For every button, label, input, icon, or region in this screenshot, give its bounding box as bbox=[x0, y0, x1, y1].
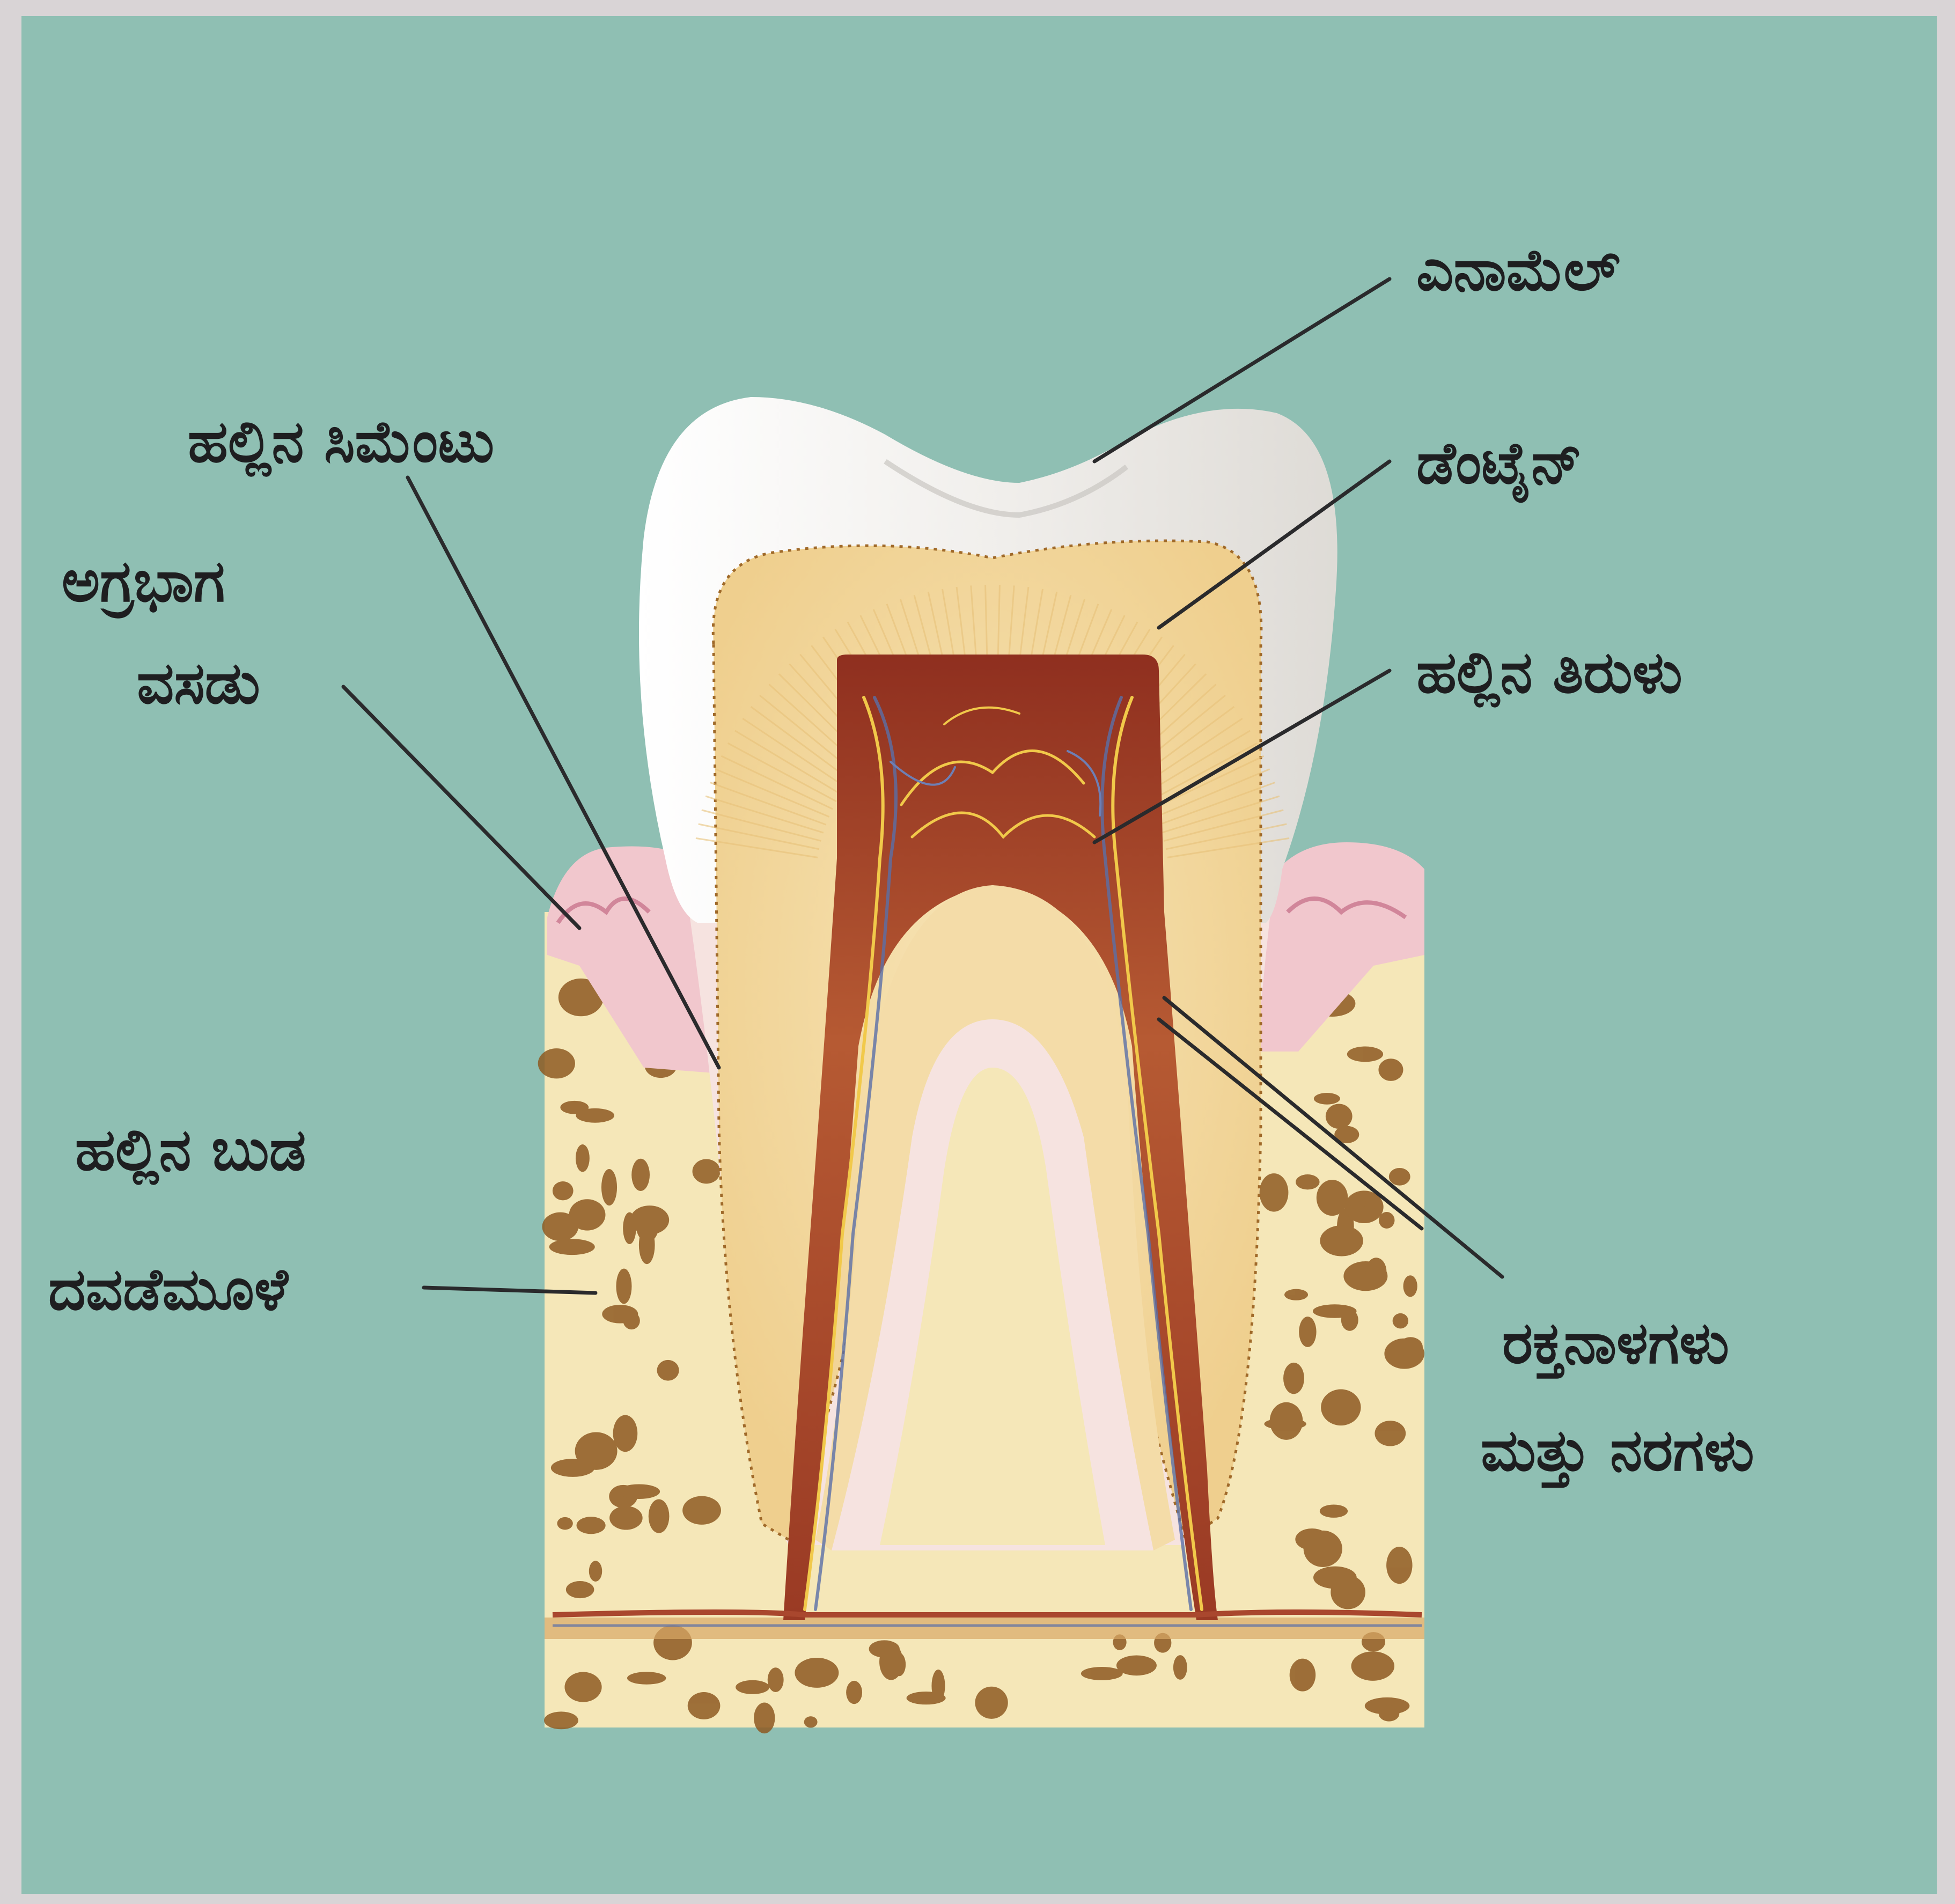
label-enamel: ಎನಾಮೆಲ್ bbox=[1416, 237, 1620, 304]
bone-spot bbox=[538, 1048, 575, 1078]
bone-spot bbox=[639, 1226, 655, 1265]
bone-spot bbox=[569, 1199, 606, 1230]
bone-spot bbox=[551, 1459, 594, 1477]
bone-spot bbox=[1403, 1275, 1417, 1297]
bone-spot bbox=[589, 1561, 602, 1582]
label-gum-tip-line1: ಅಗ್ರಭಾಗ bbox=[62, 548, 225, 619]
bone-spot bbox=[557, 1517, 572, 1530]
bone-spot bbox=[1260, 1173, 1289, 1212]
bone-spot bbox=[602, 1305, 638, 1324]
bone-spot bbox=[768, 1667, 784, 1692]
bone-spot bbox=[627, 1672, 666, 1684]
label-pulp: ಹಲ್ಲಿನ ತಿರುಳು bbox=[1416, 639, 1682, 708]
bone-spot bbox=[1375, 1421, 1406, 1446]
bone-spot bbox=[544, 1711, 578, 1729]
bone-spot bbox=[736, 1680, 769, 1694]
label-jaw-bone: ದವಡೆಮೂಳೆ bbox=[48, 1256, 289, 1323]
bone-spot bbox=[795, 1658, 839, 1688]
bone-spot bbox=[879, 1643, 903, 1680]
bone-spot bbox=[682, 1496, 721, 1525]
bone-spot bbox=[1320, 1225, 1363, 1256]
bone-spot bbox=[1326, 1104, 1353, 1129]
bone-spot bbox=[618, 1484, 660, 1499]
bone-spot bbox=[1081, 1667, 1123, 1680]
bone-spot bbox=[1296, 1174, 1320, 1189]
bone-spot bbox=[616, 1269, 631, 1304]
bone-spot bbox=[688, 1692, 721, 1719]
bone-spot bbox=[1347, 1047, 1383, 1062]
label-gum-tip-line2: ವಸಡು bbox=[137, 650, 260, 717]
bone-spot bbox=[1379, 1212, 1395, 1229]
bone-spot bbox=[549, 1239, 595, 1255]
bone-spot bbox=[1351, 1651, 1395, 1681]
bone-spot bbox=[577, 1517, 606, 1534]
bone-spot bbox=[1116, 1656, 1157, 1676]
bone-spot bbox=[804, 1716, 818, 1727]
bone-spot bbox=[1283, 1363, 1304, 1394]
bone-spot bbox=[566, 1581, 594, 1598]
bone-spot bbox=[1389, 1168, 1410, 1186]
bone-spot bbox=[1386, 1547, 1412, 1584]
bone-spot bbox=[1270, 1402, 1303, 1440]
label-vessels-line1: ರಕ್ತನಾಳಗಳು bbox=[1502, 1310, 1729, 1379]
bone-spot bbox=[1393, 1313, 1408, 1328]
bone-spot bbox=[601, 1169, 617, 1205]
bone-spot bbox=[1378, 1058, 1403, 1081]
bone-spot bbox=[1290, 1659, 1316, 1692]
bone-spot bbox=[1304, 1531, 1342, 1567]
bone-spot bbox=[907, 1692, 946, 1704]
bone-spot bbox=[576, 1108, 614, 1123]
bone-spot bbox=[975, 1687, 1008, 1719]
bone-spot bbox=[1173, 1655, 1187, 1680]
label-dentine: ಡೆಂಟೈನ್ bbox=[1416, 430, 1582, 503]
bone-spot bbox=[609, 1506, 643, 1530]
bone-spot bbox=[553, 1181, 574, 1200]
bone-spot bbox=[564, 1672, 601, 1702]
bone-spot bbox=[623, 1212, 636, 1244]
bone-spot bbox=[1379, 1705, 1400, 1721]
bone-spot bbox=[1320, 1504, 1348, 1517]
bone-spot bbox=[754, 1703, 775, 1734]
bone-spot bbox=[1321, 1390, 1361, 1426]
bone-spot bbox=[649, 1499, 670, 1533]
bone-spot bbox=[657, 1360, 679, 1381]
bone-spot bbox=[1341, 1309, 1358, 1330]
bone-spot bbox=[1314, 1093, 1340, 1105]
bone-spot bbox=[1399, 1337, 1423, 1357]
bone-spot bbox=[1299, 1317, 1316, 1347]
bone-spot bbox=[572, 984, 587, 995]
bone-spot bbox=[1366, 1258, 1387, 1286]
label-root-line1: ಹಲ್ಲಿನ ಬುಡ bbox=[75, 1116, 306, 1185]
bone-spot bbox=[576, 1144, 590, 1172]
label-cementum: ಹಲ್ಲಿನ ಸಿಮೆಂಟು bbox=[188, 408, 494, 477]
bone-spot bbox=[613, 1415, 638, 1452]
bone-spot bbox=[1331, 1575, 1365, 1609]
bone-spot bbox=[693, 1159, 721, 1184]
bone-spot bbox=[631, 1159, 650, 1191]
bone-spot bbox=[1284, 1289, 1308, 1300]
label-vessels-line2: ಮತ್ತು ನರಗಳು bbox=[1481, 1417, 1754, 1488]
bone-spot bbox=[846, 1681, 862, 1704]
bone-spot bbox=[1350, 1195, 1366, 1209]
